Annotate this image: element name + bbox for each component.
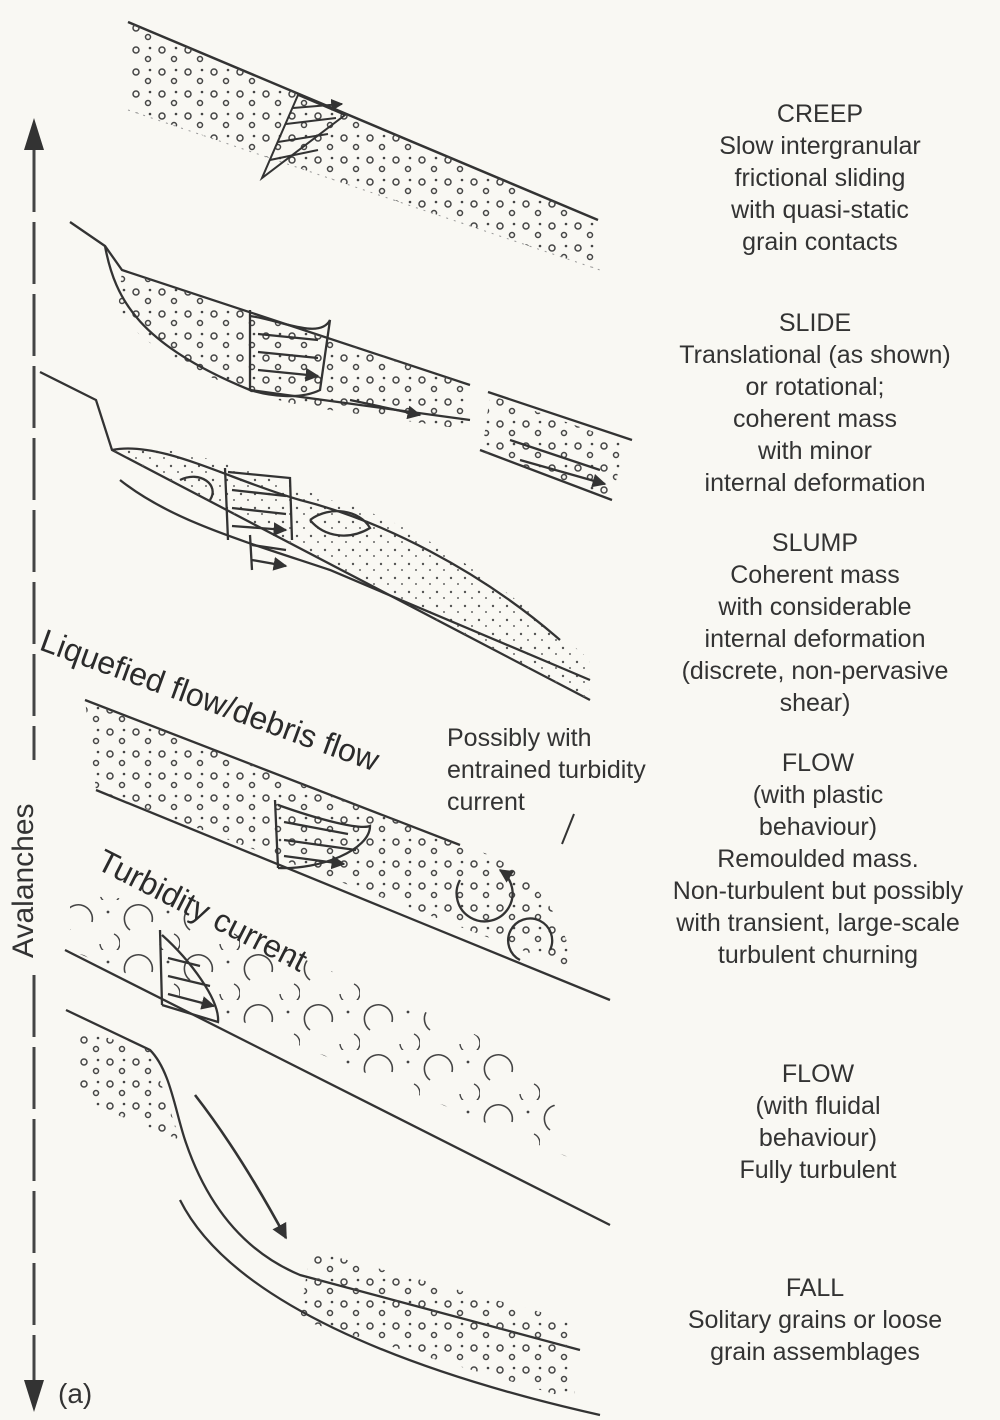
note-pointer-line bbox=[540, 810, 580, 850]
creep-title: CREEP bbox=[640, 98, 1000, 130]
slump-description: SLUMP Coherent mass with considerable in… bbox=[635, 527, 995, 719]
fall-description: FALL Solitary grains or loose grain asse… bbox=[635, 1272, 995, 1368]
axis-arrow-up bbox=[24, 118, 44, 150]
fluidal-flow-description: FLOW (with fluidal behaviour) Fully turb… bbox=[638, 1058, 998, 1186]
plastic-flow-title: FLOW bbox=[638, 747, 998, 779]
axis-arrow-down bbox=[24, 1380, 44, 1412]
creep-description: CREEP Slow intergranular frictional slid… bbox=[640, 98, 1000, 258]
fall-title: FALL bbox=[635, 1272, 995, 1304]
panel-label: (a) bbox=[58, 1378, 92, 1410]
entrained-turbidity-note: Possibly with entrained turbidity curren… bbox=[447, 722, 646, 818]
slide-title: SLIDE bbox=[635, 307, 995, 339]
avalanches-axis-label: Avalanches bbox=[7, 768, 59, 968]
plastic-flow-description: FLOW (with plastic behaviour) Remoulded … bbox=[638, 747, 998, 971]
fluidal-flow-title: FLOW bbox=[638, 1058, 998, 1090]
slump-title: SLUMP bbox=[635, 527, 995, 559]
creep-sketch bbox=[128, 22, 600, 270]
slide-description: SLIDE Translational (as shown) or rotati… bbox=[635, 307, 995, 499]
